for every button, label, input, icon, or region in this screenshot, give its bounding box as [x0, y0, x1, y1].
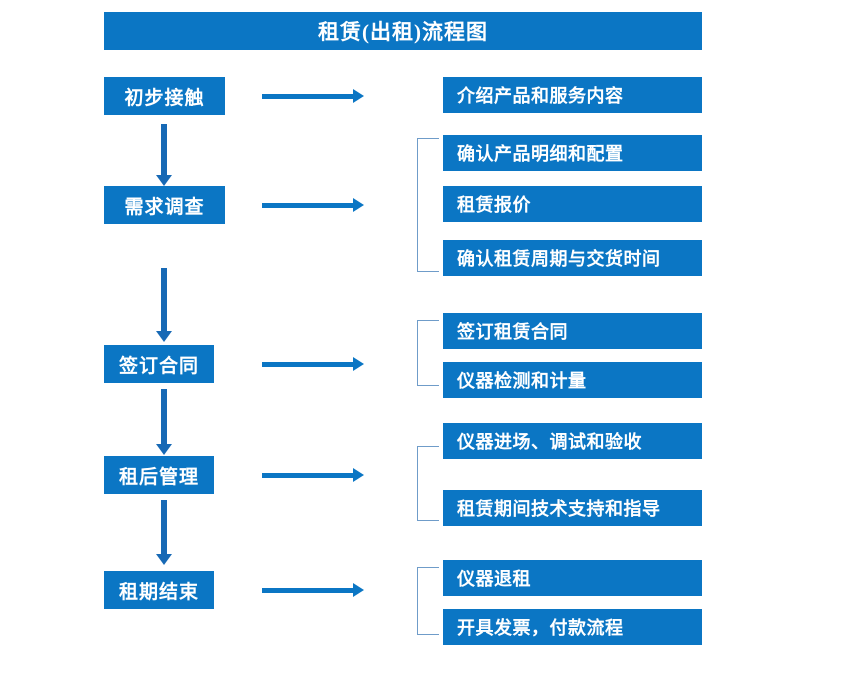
detail-box-2-1[interactable]: 确认产品明细和配置: [443, 135, 702, 171]
stage-box-3[interactable]: 签订合同: [104, 345, 214, 383]
group-bracket-icon-5: [417, 567, 439, 635]
diagram-title: 租赁(出租)流程图: [104, 12, 702, 50]
arrow-head: [156, 554, 172, 565]
right-arrow-icon-2: [262, 198, 364, 212]
detail-box-1-1[interactable]: 介绍产品和服务内容: [443, 77, 702, 113]
arrow-head: [353, 468, 364, 482]
arrow-shaft: [161, 268, 167, 331]
down-arrow-icon-1: [156, 124, 172, 186]
right-arrow-icon-3: [262, 357, 364, 371]
arrow-head: [353, 198, 364, 212]
arrow-shaft: [262, 94, 354, 99]
arrow-head: [156, 175, 172, 186]
detail-box-2-3[interactable]: 确认租赁周期与交货时间: [443, 240, 702, 276]
group-bracket-icon-2: [417, 138, 439, 272]
detail-box-3-2[interactable]: 仪器检测和计量: [443, 362, 702, 398]
arrow-head: [156, 331, 172, 342]
detail-box-3-1[interactable]: 签订租赁合同: [443, 313, 702, 349]
right-arrow-icon-5: [262, 583, 364, 597]
stage-box-2[interactable]: 需求调查: [104, 186, 225, 224]
group-bracket-icon-3: [417, 320, 439, 386]
arrow-shaft: [161, 124, 167, 175]
arrow-shaft: [161, 500, 167, 554]
detail-box-5-2[interactable]: 开具发票，付款流程: [443, 609, 702, 645]
right-arrow-icon-4: [262, 468, 364, 482]
detail-box-2-2[interactable]: 租赁报价: [443, 186, 702, 222]
arrow-head: [353, 357, 364, 371]
arrow-shaft: [262, 203, 354, 208]
detail-box-4-1[interactable]: 仪器进场、调试和验收: [443, 423, 702, 459]
arrow-shaft: [262, 362, 354, 367]
detail-box-5-1[interactable]: 仪器退租: [443, 560, 702, 596]
group-bracket-icon-4: [417, 446, 439, 521]
stage-box-1[interactable]: 初步接触: [104, 77, 225, 115]
down-arrow-icon-3: [156, 389, 172, 455]
detail-box-4-2[interactable]: 租赁期间技术支持和指导: [443, 490, 702, 526]
arrow-head: [156, 444, 172, 455]
stage-box-4[interactable]: 租后管理: [104, 456, 214, 494]
down-arrow-icon-2: [156, 268, 172, 342]
stage-box-5[interactable]: 租期结束: [104, 571, 214, 609]
down-arrow-icon-4: [156, 500, 172, 565]
arrow-shaft: [262, 588, 354, 593]
arrow-shaft: [262, 473, 354, 478]
arrow-head: [353, 583, 364, 597]
right-arrow-icon-1: [262, 89, 364, 103]
arrow-shaft: [161, 389, 167, 444]
arrow-head: [353, 89, 364, 103]
